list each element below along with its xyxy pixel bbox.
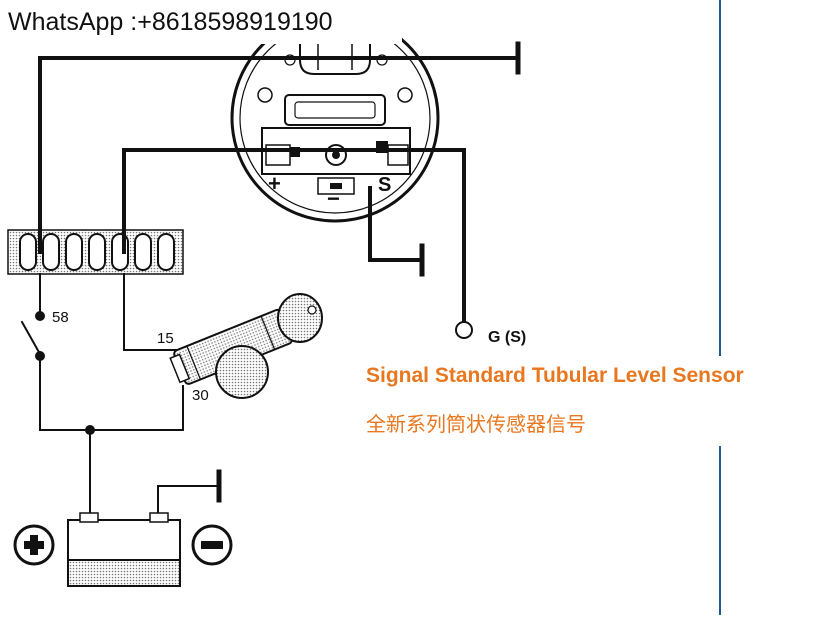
wires xyxy=(20,41,521,521)
gauge-s-label: S xyxy=(378,174,391,196)
switch-wire xyxy=(39,355,184,431)
gauge-mounting-hole xyxy=(397,87,413,103)
terminal-30-label: 30 xyxy=(192,387,209,404)
gauge-mounting-hole xyxy=(257,87,273,103)
wire-15 xyxy=(123,273,183,351)
whatsapp-watermark: WhatsApp :+8618598919190 xyxy=(0,0,402,44)
battery-minus-icon xyxy=(191,524,233,566)
gauge-plus-label: + xyxy=(268,171,281,196)
battery xyxy=(67,512,181,587)
key-knob-icon xyxy=(215,345,269,399)
ignition-switch xyxy=(169,293,323,399)
signal-terminal-label: G (S) xyxy=(488,329,526,346)
switch-blade xyxy=(20,320,42,356)
junction-dot xyxy=(35,351,45,361)
gauge-minus-label: − xyxy=(327,186,340,211)
signal-wire xyxy=(122,148,466,324)
ground-wire-top xyxy=(38,56,520,254)
connector-strip xyxy=(7,229,184,275)
terminal-58-label: 58 xyxy=(52,309,69,326)
key-icon xyxy=(277,293,323,343)
battery-minus-wire xyxy=(157,485,219,521)
caption-subtitle: 全新系列筒状传感器信号 xyxy=(366,412,586,436)
terminal-15-label: 15 xyxy=(157,330,174,347)
gauge-ground-wire xyxy=(368,186,422,262)
battery-plus-icon xyxy=(13,524,55,566)
caption-title: Signal Standard Tubular Level Sensor xyxy=(366,364,744,387)
caption-box: Signal Standard Tubular Level Sensor 全新系… xyxy=(352,356,820,446)
signal-terminal-circle xyxy=(455,321,473,339)
junction-dot xyxy=(35,311,45,321)
junction-dot xyxy=(85,425,95,435)
